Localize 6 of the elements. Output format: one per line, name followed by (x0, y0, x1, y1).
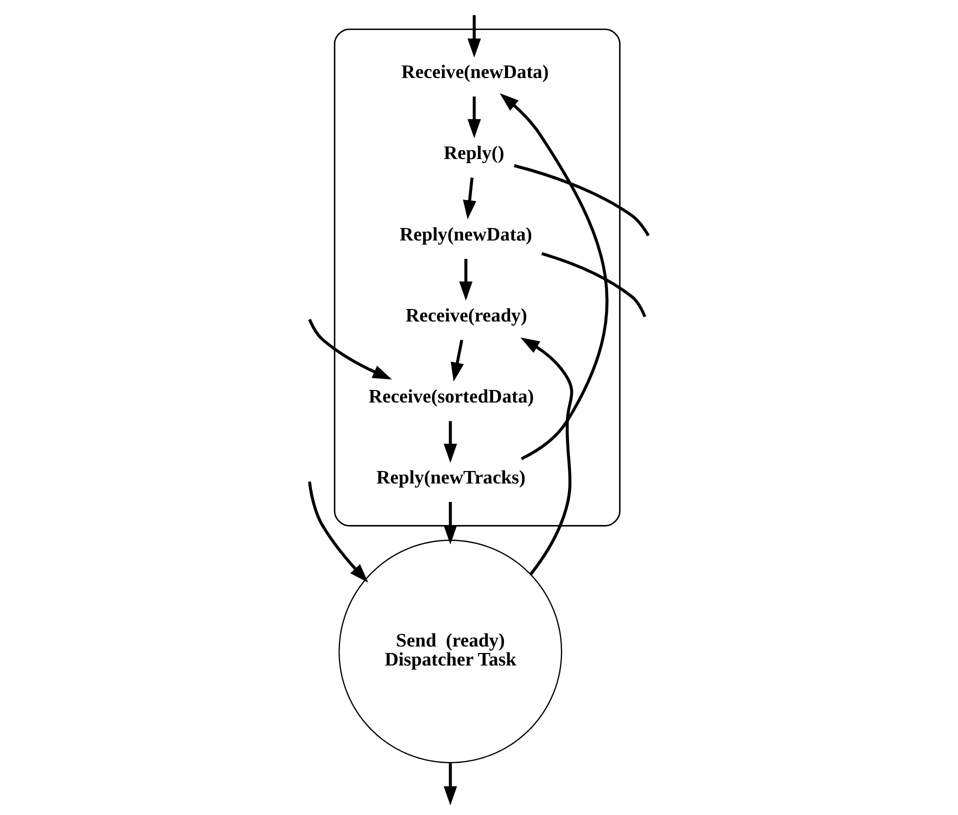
node-text: Receive(ready) (406, 304, 528, 326)
node-text: Reply(newData) (400, 224, 532, 245)
node-text: Receive(newData) (401, 61, 549, 82)
node-text: Receive(sortedData) (368, 386, 534, 408)
node-text: Reply(newTracks) (376, 467, 526, 488)
node-text: Reply() (444, 142, 504, 164)
